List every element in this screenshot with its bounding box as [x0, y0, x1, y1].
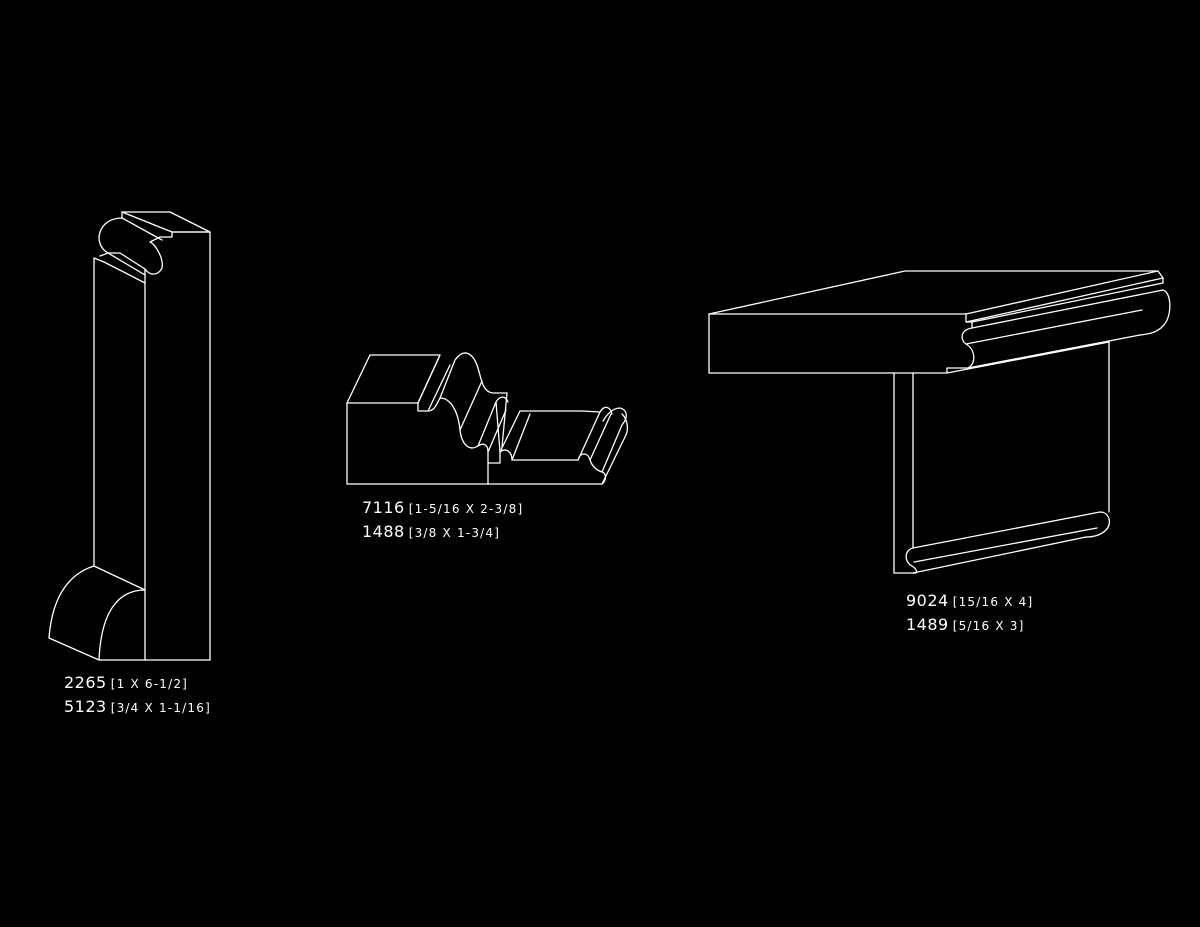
- profile-dimensions: [1 X 6-1/2]: [110, 677, 189, 691]
- profile-code: 5123: [64, 697, 107, 716]
- label-1489: 1489[5/16 X 3]: [906, 617, 1033, 633]
- profile-dimensions: [1-5/16 X 2-3/8]: [408, 502, 524, 516]
- profile-dimensions: [5/16 X 3]: [952, 619, 1025, 633]
- profile-code: 1488: [362, 522, 405, 541]
- apron-profile-1489: [893, 341, 1111, 574]
- base-shoe-profile-5123: [48, 565, 146, 661]
- backband-profile-1488: [487, 406, 629, 485]
- casing-profile-7116: [346, 352, 509, 485]
- baseboard-profile-2265: [93, 211, 211, 661]
- label-group-profile-1: 2265[1 X 6-1/2] 5123[3/4 X 1-1/16]: [64, 675, 211, 715]
- profile-dimensions: [3/4 X 1-1/16]: [110, 701, 211, 715]
- profile-dimensions: [3/8 X 1-3/4]: [408, 526, 501, 540]
- window-stool-profile-9024: [708, 270, 1171, 374]
- profile-code: 1489: [906, 615, 949, 634]
- profile-dimensions: [15/16 X 4]: [952, 595, 1034, 609]
- label-2265: 2265[1 X 6-1/2]: [64, 675, 211, 691]
- profile-code: 7116: [362, 498, 405, 517]
- label-1488: 1488[3/8 X 1-3/4]: [362, 524, 523, 540]
- profile-code: 9024: [906, 591, 949, 610]
- label-9024: 9024[15/16 X 4]: [906, 593, 1033, 609]
- label-7116: 7116[1-5/16 X 2-3/8]: [362, 500, 523, 516]
- label-5123: 5123[3/4 X 1-1/16]: [64, 699, 211, 715]
- label-group-profile-3: 9024[15/16 X 4] 1489[5/16 X 3]: [906, 593, 1033, 633]
- label-group-profile-2: 7116[1-5/16 X 2-3/8] 1488[3/8 X 1-3/4]: [362, 500, 523, 540]
- profile-code: 2265: [64, 673, 107, 692]
